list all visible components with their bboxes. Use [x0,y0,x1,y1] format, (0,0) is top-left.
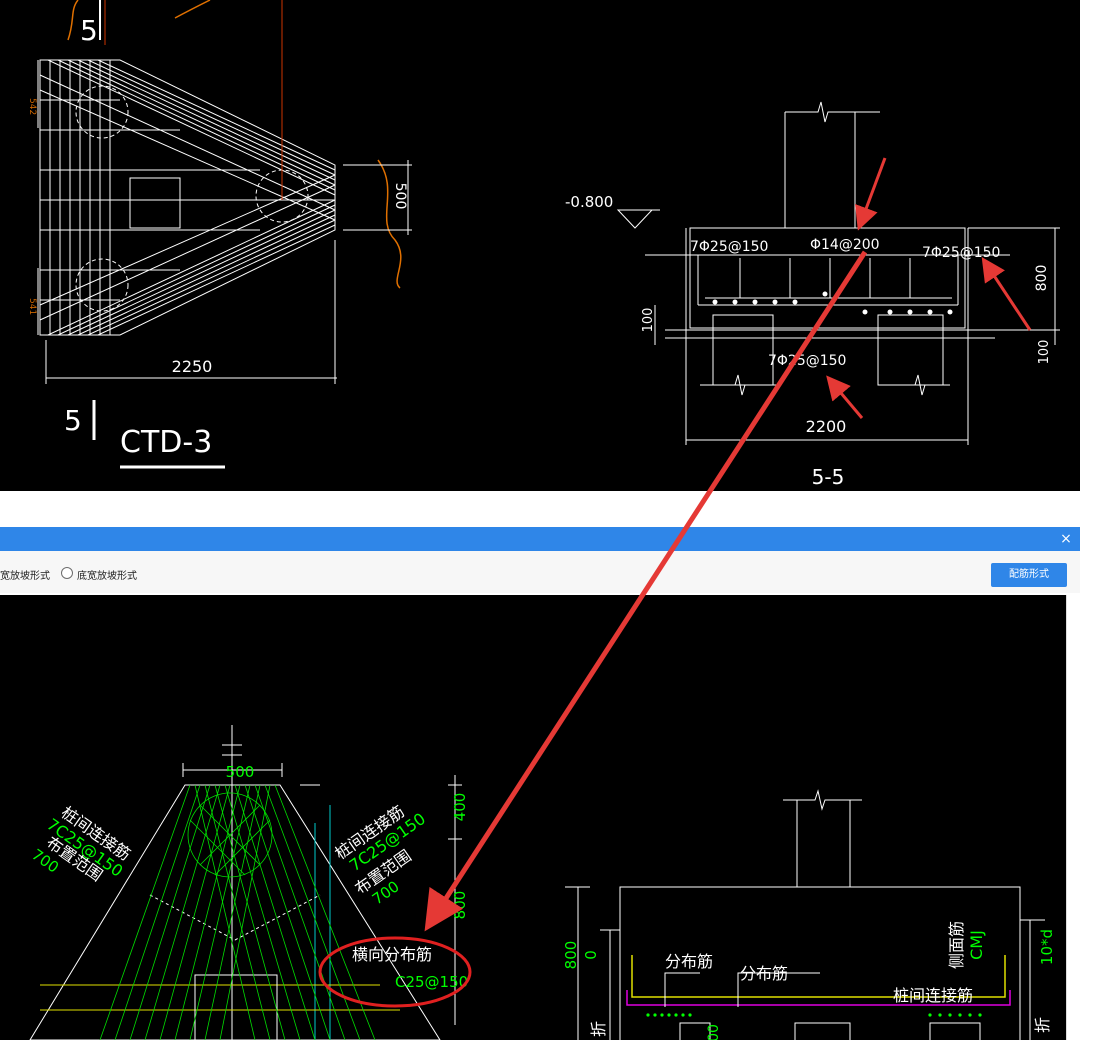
dim-2200: 2200 [806,417,847,436]
conn-label: 桩间连接筋 [893,986,973,1005]
cad-drawing-top: 5 542 541 500 2250 5 CTD-3 [0,0,1080,491]
fold-left: 折 [589,1021,608,1037]
section-rebar-dots [646,1013,982,1017]
bar-bottom: 7Φ25@150 [768,353,846,369]
dist-label-2: 分布筋 [740,964,788,983]
dim-00: 00 [706,1024,722,1040]
break-line-3 [377,159,402,289]
rebar-preview: 500 400 800 桩间连接筋 7C25@150 布置范围 700 桩间连接… [28,725,1056,1040]
dim-10d: 10*d [1038,929,1056,965]
section-marker-top: 5 [80,14,98,47]
green-rebar-hatch [99,784,376,1040]
dim-100-left: 100 [641,308,656,333]
dim-400: 400 [451,793,469,822]
option-width-slope[interactable]: 宽放坡形式 [0,571,50,582]
dim-500-right: 500 [392,183,408,210]
bar-top-right: 7Φ25@150 [922,245,1000,261]
side-bar-code: CMJ [967,930,986,960]
section-dim-800: 800 [562,941,580,970]
dim-100-right: 100 [1037,340,1052,365]
highlight-ellipse [318,936,472,1008]
pile-cap-plan [39,59,336,336]
dialog-titlebar: × [0,527,1080,551]
transverse-spec: C25@150 [395,973,468,991]
bar-top-left: 7Φ25@150 [690,239,768,255]
break-line-2 [174,0,211,19]
close-button[interactable]: × [1060,531,1072,547]
section-preview [565,789,1045,1040]
radio-bottom-width-slope[interactable] [61,567,73,579]
scroll-gutter[interactable] [1066,595,1080,1040]
rebar-form-button[interactable]: 配筋形式 [991,563,1067,587]
dim-542: 542 [27,98,37,115]
section-5-5 [620,101,1060,445]
option-bottom-width-slope[interactable]: 底宽放坡形式 [77,571,137,582]
dim-800: 800 [1034,265,1050,292]
side-bar-label: 侧面筋 [947,921,966,969]
cap-plan-preview [29,725,462,1040]
break-line [67,0,79,41]
dim-2250: 2250 [172,357,213,376]
section-title: 5-5 [812,465,845,489]
rebar-settings-dialog: × 宽放坡形式 底宽放坡形式 配筋形式 [0,527,1080,1040]
fold-right: 折 [1033,1017,1052,1033]
elevation-marker [616,209,654,229]
elevation-label: -0.800 [565,193,613,211]
pile-cap-plan-and-section: 5 542 541 500 2250 5 CTD-3 [27,0,1060,489]
cad-drawing-bottom: 500 400 800 桩间连接筋 7C25@150 布置范围 700 桩间连接… [0,595,1066,1040]
transverse-label: 横向分布筋 [352,945,432,964]
section-dim-0: 0 [582,950,600,960]
dim-541: 541 [27,298,37,315]
dist-label-1: 分布筋 [665,952,713,971]
option-bar: 宽放坡形式 底宽放坡形式 配筋形式 [0,551,1080,593]
rebar-dots [712,291,953,315]
dim-500: 500 [226,763,255,781]
section-marker-bottom: 5 [64,404,82,437]
cap-title: CTD-3 [120,425,212,460]
bar-top-mid: Φ14@200 [810,237,880,253]
right-dim-500 [343,160,412,235]
dim-2250-lines [45,240,337,384]
dim-800-left: 800 [451,891,469,920]
